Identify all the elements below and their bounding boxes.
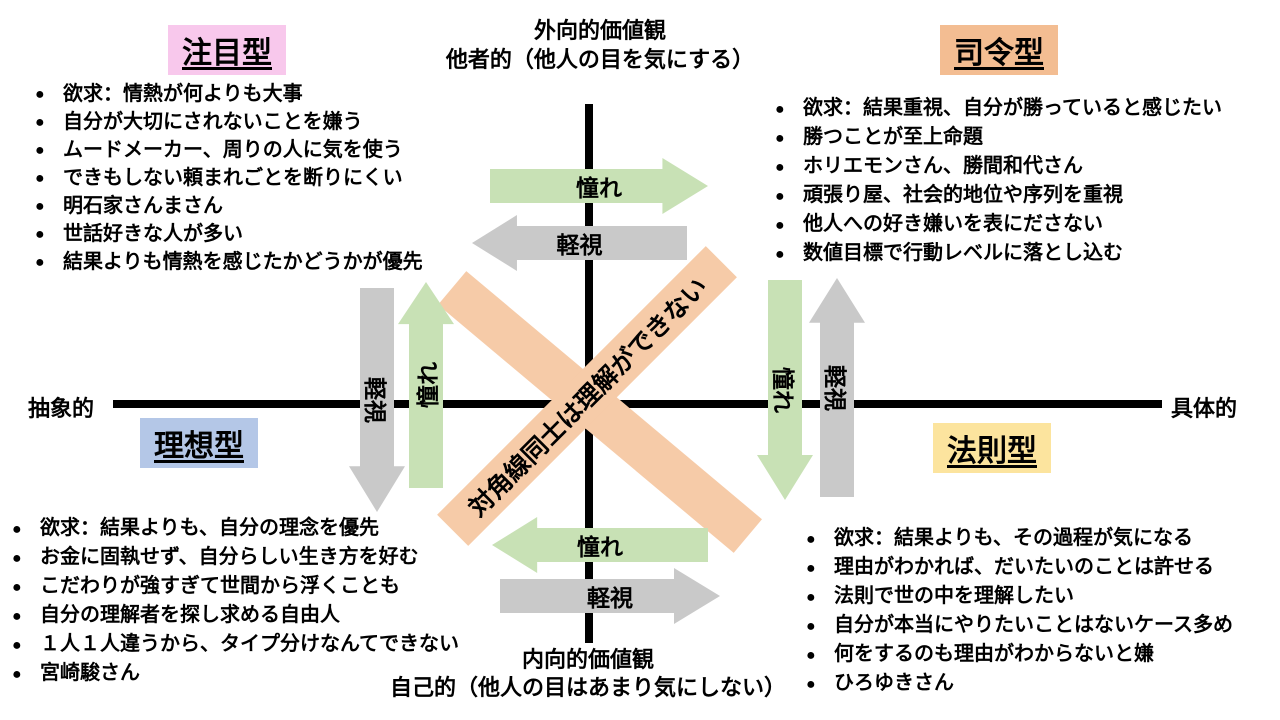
left-arrow-icon <box>472 215 687 271</box>
admire-arrow-bottom-left: 憧れ <box>492 517 708 573</box>
list-item: できもしない頼まれごとを断りにくい <box>35 164 423 193</box>
list-item: 理由がわかれば、だいたいのことは許せる <box>806 553 1233 583</box>
list-item: ひろゆきさん <box>806 669 1233 699</box>
list-item: 欲求：情熱が何よりも大事 <box>35 80 423 109</box>
list-item: お金に固執せず、自分らしい生き方を好む <box>12 543 459 573</box>
list-item: 明石家さんまさん <box>35 192 423 221</box>
list-item: 法則で世の中を理解したい <box>806 582 1233 612</box>
disregard-arrow-bottom-right: 軽視 <box>500 568 720 624</box>
list-item: 世話好きな人が多い <box>35 220 423 249</box>
disregard-label: 軽視 <box>362 377 388 423</box>
quadrant-title-shirei: 司令型 <box>940 25 1058 75</box>
list-item: 自分が本当にやりたいことはないケース多め <box>806 611 1233 641</box>
list-item: １人１人違うから、タイプ分けなんてできない <box>12 630 459 660</box>
list-item: こだわりが強すぎて世間から浮くことも <box>12 572 459 602</box>
admire-arrow-top-right: 憧れ <box>490 158 708 214</box>
list-item: 自分が大切にされないことを嫌う <box>35 108 423 137</box>
list-item: 頑張り屋、社会的地位や序列を重視 <box>775 181 1222 211</box>
list-item: ムードメーカー、周りの人に気を使う <box>35 136 423 165</box>
horizontal-axis-line <box>113 400 1162 408</box>
disregard-label: 軽視 <box>587 585 633 611</box>
disregard-label: 軽視 <box>556 232 603 258</box>
axis-top-line2: 他者的（他人の目を気にする） <box>445 47 755 72</box>
axis-label-right: 具体的 <box>1171 396 1238 421</box>
up-arrow-icon <box>398 282 454 488</box>
disregard-label: 軽視 <box>822 364 848 411</box>
list-chumoku: 欲求：情熱が何よりも大事 自分が大切にされないことを嫌う ムードメーカー、周りの… <box>35 80 423 277</box>
list-shirei: 欲求：結果重視、自分が勝っていると感じたい 勝つことが至上命題 ホリエモンさん、… <box>775 94 1222 269</box>
disregard-arrow-top-left: 軽視 <box>472 215 687 271</box>
admire-label: 憧れ <box>577 534 623 560</box>
quadrant-title-hosoku: 法則型 <box>933 423 1051 473</box>
left-arrow-icon <box>492 517 708 573</box>
quadrant-title-riso: 理想型 <box>140 418 258 468</box>
list-item: 他人への好き嫌いを表にださない <box>775 210 1222 240</box>
list-item: 欲求：結果重視、自分が勝っていると感じたい <box>775 94 1222 124</box>
axis-bottom-line1: 内向的価値観 <box>521 647 655 672</box>
disregard-arrow-right-up: 軽視 <box>809 278 865 497</box>
admire-label: 憧れ <box>770 367 796 413</box>
list-item: 結果よりも情熱を感じたかどうかが優先 <box>35 248 423 277</box>
up-arrow-icon <box>809 278 865 497</box>
right-arrow-icon <box>490 158 708 214</box>
admire-arrow-left-up: 憧れ <box>398 282 454 488</box>
list-item: 欲求：結果よりも、その過程が気になる <box>806 524 1233 554</box>
list-item: 宮崎駿さん <box>12 659 459 689</box>
axis-label-top: 外向的価値観 他者的（他人の目を気にする） <box>446 16 754 74</box>
down-arrow-icon <box>349 288 405 512</box>
admire-label: 憧れ <box>576 175 622 201</box>
axis-top-line1: 外向的価値観 <box>533 18 667 43</box>
admire-arrow-right-down: 憧れ <box>757 280 813 500</box>
list-item: 勝つことが至上命題 <box>775 123 1222 153</box>
down-arrow-icon <box>757 280 813 500</box>
disregard-arrow-left-down: 軽視 <box>349 288 405 512</box>
list-item: 何をするのも理由がわからないと嫌 <box>806 640 1233 670</box>
list-riso: 欲求：結果よりも、自分の理念を優先 お金に固執せず、自分らしい生き方を好む こだ… <box>12 514 459 689</box>
axis-label-left: 抽象的 <box>28 396 95 421</box>
list-hosoku: 欲求：結果よりも、その過程が気になる 理由がわかれば、だいたいのことは許せる 法… <box>806 524 1233 699</box>
list-item: ホリエモンさん、勝間和代さん <box>775 152 1222 182</box>
admire-label: 憧れ <box>415 362 441 408</box>
list-item: 自分の理解者を探し求める自由人 <box>12 601 459 631</box>
right-arrow-icon <box>500 568 720 624</box>
quadrant-title-chumoku: 注目型 <box>168 25 286 75</box>
list-item: 数値目標で行動レベルに落とし込む <box>775 239 1222 269</box>
list-item: 欲求：結果よりも、自分の理念を優先 <box>12 514 459 544</box>
